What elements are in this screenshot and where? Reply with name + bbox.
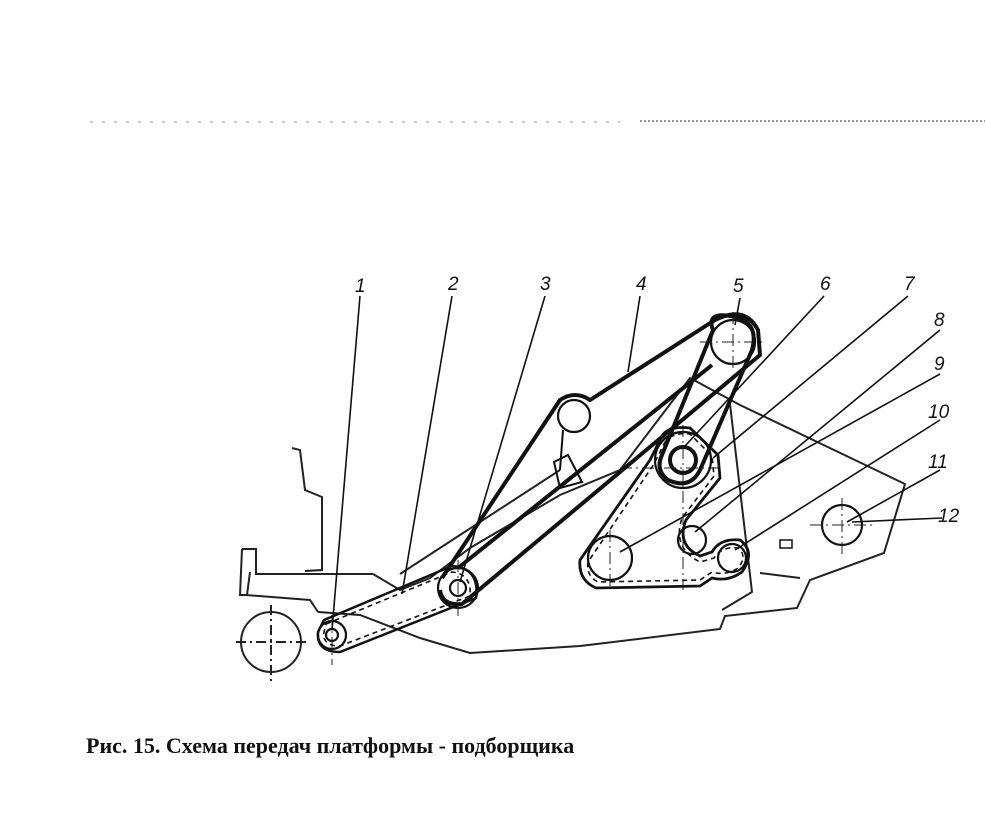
callout-2: 2 [447, 274, 459, 295]
support-wheel [236, 605, 306, 683]
callout-1: 1 [355, 276, 366, 297]
sprocket-8 [676, 524, 708, 556]
callout-5: 5 [733, 276, 744, 297]
callout-12: 12 [938, 506, 960, 527]
belt-5-to-7 [657, 313, 756, 486]
fitting-10 [779, 539, 793, 549]
callout-3: 3 [540, 274, 551, 295]
callout-6: 6 [820, 274, 831, 295]
callout-9: 9 [934, 354, 945, 375]
leader-lines [331, 295, 943, 631]
idler-pulley [556, 398, 592, 434]
callout-7: 7 [904, 274, 916, 295]
callout-labels: 1 2 3 4 5 6 7 8 9 10 11 12 [355, 274, 960, 527]
callout-8: 8 [934, 310, 945, 331]
tensioner-bracket [552, 429, 584, 490]
callout-10: 10 [928, 402, 950, 423]
scan-artifact-line [90, 120, 985, 123]
callout-11: 11 [928, 452, 948, 473]
pulleys [316, 318, 864, 651]
platform-frame-outline [238, 376, 907, 655]
main-belt [438, 312, 763, 607]
chain-drive-front [316, 564, 478, 654]
callout-4: 4 [636, 274, 647, 295]
figure-caption: Рис. 15. Схема передач платформы - подбо… [86, 733, 575, 758]
sprocket-3-hub [448, 578, 468, 598]
sprocket-10 [716, 542, 748, 574]
